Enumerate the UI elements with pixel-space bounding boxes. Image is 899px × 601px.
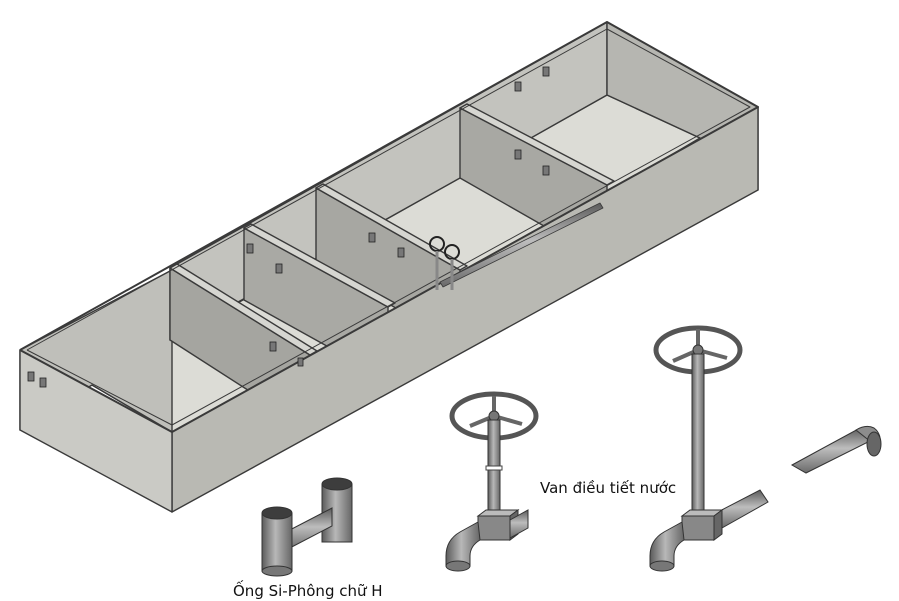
valve-caption: Van điều tiết nước [540, 479, 677, 497]
pipe-elbow-icon [790, 425, 882, 474]
wall-fittings [27, 66, 550, 388]
tank-top-rim [19, 21, 759, 433]
wall-fitting-icon [269, 341, 304, 367]
wall-fitting-icon [514, 149, 550, 176]
control-valve-icon [445, 391, 539, 572]
partition-top-3 [315, 183, 468, 271]
wall-fitting-icon [27, 371, 47, 388]
tank [19, 21, 759, 513]
wall-fitting-icon [246, 243, 283, 274]
partition-top-4 [459, 103, 615, 186]
wall-fitting-icon [368, 232, 405, 258]
long-horizontal-pipe [439, 202, 604, 288]
tall-control-valve-icon [649, 325, 769, 572]
wall-fitting-icon [514, 66, 550, 92]
h-siphon-pipe-icon [261, 477, 353, 577]
partition-top-2 [243, 223, 396, 308]
tank-valves [429, 236, 460, 290]
siphon-caption: Ống Si-Phông chữ H [233, 582, 383, 600]
tank-inner-rim [26, 28, 751, 426]
